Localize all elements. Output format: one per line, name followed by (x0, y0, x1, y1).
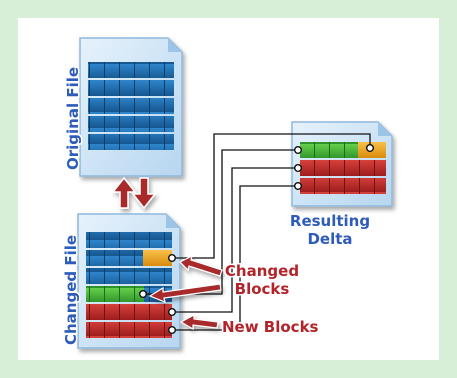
delta-block-red (300, 160, 386, 176)
original-block-row (88, 80, 174, 96)
connector-lines (143, 133, 371, 331)
red-arrow-icon (148, 254, 223, 331)
new-block-row (86, 322, 172, 338)
resulting-delta-label-line2: Delta (307, 230, 352, 248)
connector-dots (138, 143, 375, 335)
connector-orange (174, 133, 371, 259)
delta-diagram: Original File Changed File Resulting Del… (61, 37, 393, 349)
original-file-label: Original File (64, 67, 82, 170)
changed-block-green (86, 286, 144, 302)
connector-red-2 (174, 185, 298, 331)
changed-file-document (77, 213, 181, 349)
original-block-row (88, 98, 174, 114)
changed-file-label: Changed File (62, 235, 80, 345)
original-file-document (79, 37, 183, 177)
original-block-row (88, 116, 174, 132)
original-block-row (88, 62, 174, 78)
resulting-delta-label-line1: Resulting (290, 212, 370, 230)
connector-red-1 (174, 167, 298, 313)
changed-blocks-label-line1: Changed (225, 262, 299, 280)
changed-block-row (86, 232, 172, 248)
changed-block-orange (143, 250, 172, 266)
changed-block-row (86, 268, 172, 284)
new-blocks-label: New Blocks (222, 318, 319, 336)
resulting-delta-document (291, 121, 393, 207)
new-block-row (86, 304, 172, 320)
up-down-arrows-icon (111, 176, 157, 210)
original-block-row (88, 134, 174, 150)
diagram-frame: Original File Changed File Resulting Del… (18, 18, 439, 360)
delta-block-red (300, 178, 386, 194)
changed-blocks-label-line2: Blocks (235, 280, 290, 298)
